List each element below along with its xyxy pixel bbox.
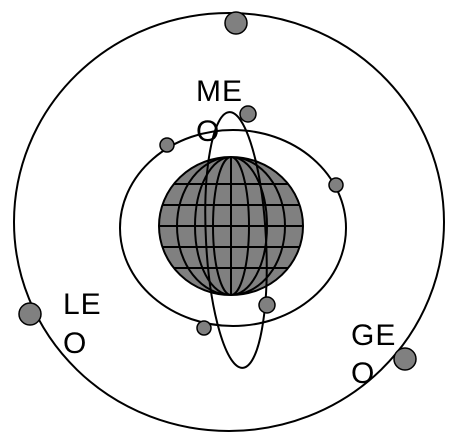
leo-label-line1: LE (63, 288, 102, 321)
geo-satellite-left (18, 302, 42, 326)
meo-orbit (204, 111, 268, 369)
meo-satellite-bottom (258, 296, 276, 314)
leo-satellite-upper-left (159, 137, 175, 153)
meo-satellite-top (239, 105, 257, 123)
geo-satellite-right (393, 347, 417, 371)
geo-label-line1: GE (351, 319, 397, 352)
earth-grid (159, 157, 303, 295)
geo-orbit (13, 12, 445, 432)
geo-label-line2: O (351, 357, 376, 390)
meo-label-line2: O (196, 115, 221, 148)
geo-satellite-top (224, 11, 248, 35)
leo-satellite-right (328, 177, 344, 193)
earth (158, 156, 304, 296)
leo-label-line2: O (63, 327, 88, 360)
leo-orbit (119, 129, 347, 327)
leo-satellite-bottom (196, 320, 212, 336)
meo-label-line1: ME (196, 75, 243, 108)
